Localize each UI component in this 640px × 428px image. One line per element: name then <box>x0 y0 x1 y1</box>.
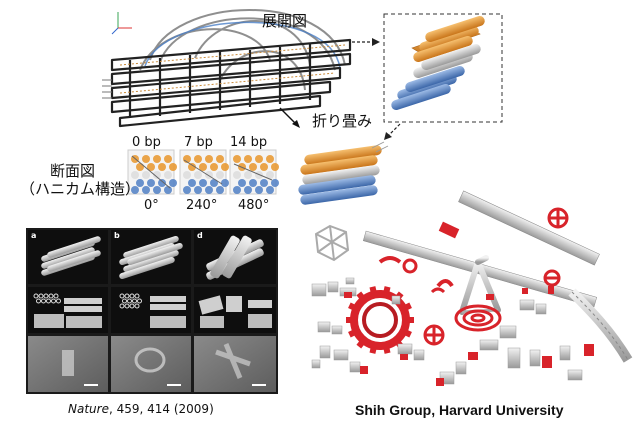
panel-letter-d: d <box>197 231 203 240</box>
credit: Shih Group, Harvard University <box>355 402 564 418</box>
folding-label: 折り畳み <box>312 112 373 130</box>
schematic-row <box>28 287 276 333</box>
panel-letter-a: a <box>31 231 37 240</box>
axis-gizmo <box>111 12 132 35</box>
tripod <box>459 255 501 315</box>
honeycomb-label: （ハニカム構造） <box>20 180 141 198</box>
citation: Nature, 459, 414 (2009) <box>68 402 214 416</box>
citation-ref: , 459, 414 (2009) <box>108 402 214 416</box>
angle-label-0: 0° <box>144 198 159 213</box>
small-blocks <box>311 277 583 385</box>
angle-label-1: 240° <box>186 198 218 213</box>
bp-label-1: 7 bp <box>184 135 213 150</box>
cross-section-diagrams <box>127 149 279 195</box>
unfolded-scaffold <box>102 9 352 128</box>
micrograph-figure <box>26 228 278 394</box>
citation-journal: Nature <box>68 402 109 416</box>
unfolded-label: 展開図 <box>262 12 308 30</box>
folded-bundle <box>298 141 389 205</box>
cross-section-label: 断面図 <box>50 162 96 180</box>
spiral <box>454 304 502 332</box>
bp-label-0: 0 bp <box>132 135 161 150</box>
dashed-arrow-back <box>387 123 401 137</box>
model-row <box>28 230 276 284</box>
angle-label-2: 480° <box>238 198 270 213</box>
red-accents <box>344 286 594 386</box>
panel-letter-b: b <box>114 231 120 240</box>
tem-row <box>28 336 276 392</box>
fold-arrow <box>279 107 297 125</box>
gear-ring <box>346 286 414 354</box>
origami-objects <box>311 190 633 386</box>
folded-inset <box>383 13 503 123</box>
bp-label-2: 14 bp <box>230 135 268 150</box>
icosahedron <box>314 224 350 262</box>
